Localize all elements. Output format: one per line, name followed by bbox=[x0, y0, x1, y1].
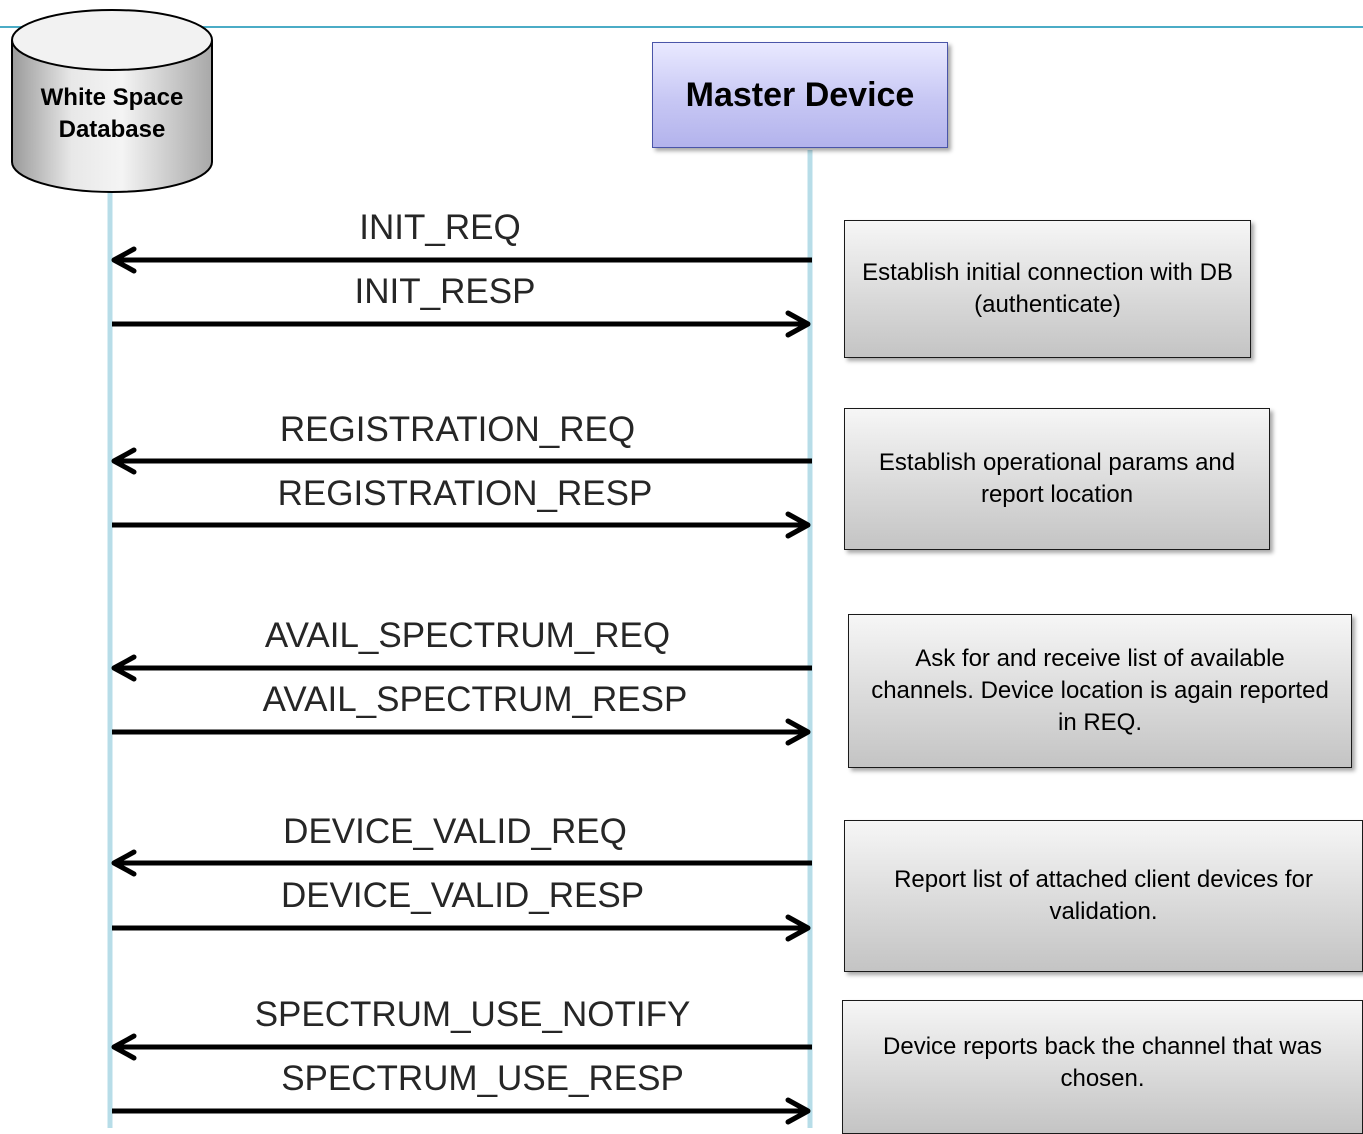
note-text: Report list of attached client devices f… bbox=[894, 866, 1313, 925]
message-label: SPECTRUM_USE_RESP bbox=[281, 1059, 684, 1098]
arrowhead-icon bbox=[111, 1033, 137, 1061]
message-label: INIT_REQ bbox=[359, 208, 521, 247]
message-label: AVAIL_SPECTRUM_REQ bbox=[264, 616, 671, 655]
database-cylinder-icon bbox=[11, 9, 213, 193]
note-box: Establish initial connection with DB (au… bbox=[844, 220, 1251, 358]
database-label-text: White Space Database bbox=[40, 84, 184, 143]
arrowhead-icon bbox=[785, 1097, 811, 1125]
note-text: Ask for and receive list of available ch… bbox=[871, 645, 1329, 736]
message-label: SPECTRUM_USE_NOTIFY bbox=[254, 995, 691, 1034]
arrowhead-icon bbox=[111, 447, 137, 475]
message-label: INIT_RESP bbox=[354, 272, 536, 311]
note-text: Device reports back the channel that was… bbox=[883, 1033, 1322, 1092]
note-box: Device reports back the channel that was… bbox=[842, 1000, 1363, 1134]
arrowhead-icon bbox=[111, 654, 137, 682]
master-device-box: Master Device bbox=[652, 42, 948, 148]
note-text: Establish initial connection with DB (au… bbox=[862, 259, 1233, 318]
message-label: REGISTRATION_RESP bbox=[277, 474, 653, 513]
arrowhead-icon bbox=[785, 310, 811, 338]
message-label: DEVICE_VALID_RESP bbox=[280, 876, 645, 915]
arrowhead-icon bbox=[785, 914, 811, 942]
arrowhead-icon bbox=[785, 511, 811, 539]
note-text: Establish operational params and report … bbox=[878, 449, 1236, 508]
header-rule bbox=[0, 26, 1363, 28]
arrowhead-icon bbox=[111, 849, 137, 877]
message-label: DEVICE_VALID_REQ bbox=[283, 812, 627, 851]
note-box: Establish operational params and report … bbox=[844, 408, 1270, 550]
arrowhead-icon bbox=[111, 246, 137, 274]
master-device-label: Master Device bbox=[685, 75, 915, 114]
note-box: Report list of attached client devices f… bbox=[844, 820, 1363, 972]
arrowhead-icon bbox=[785, 718, 811, 746]
message-label: AVAIL_SPECTRUM_RESP bbox=[262, 680, 688, 719]
message-label: REGISTRATION_REQ bbox=[279, 410, 636, 449]
note-box: Ask for and receive list of available ch… bbox=[848, 614, 1352, 768]
database-label: White Space Database bbox=[14, 82, 210, 146]
